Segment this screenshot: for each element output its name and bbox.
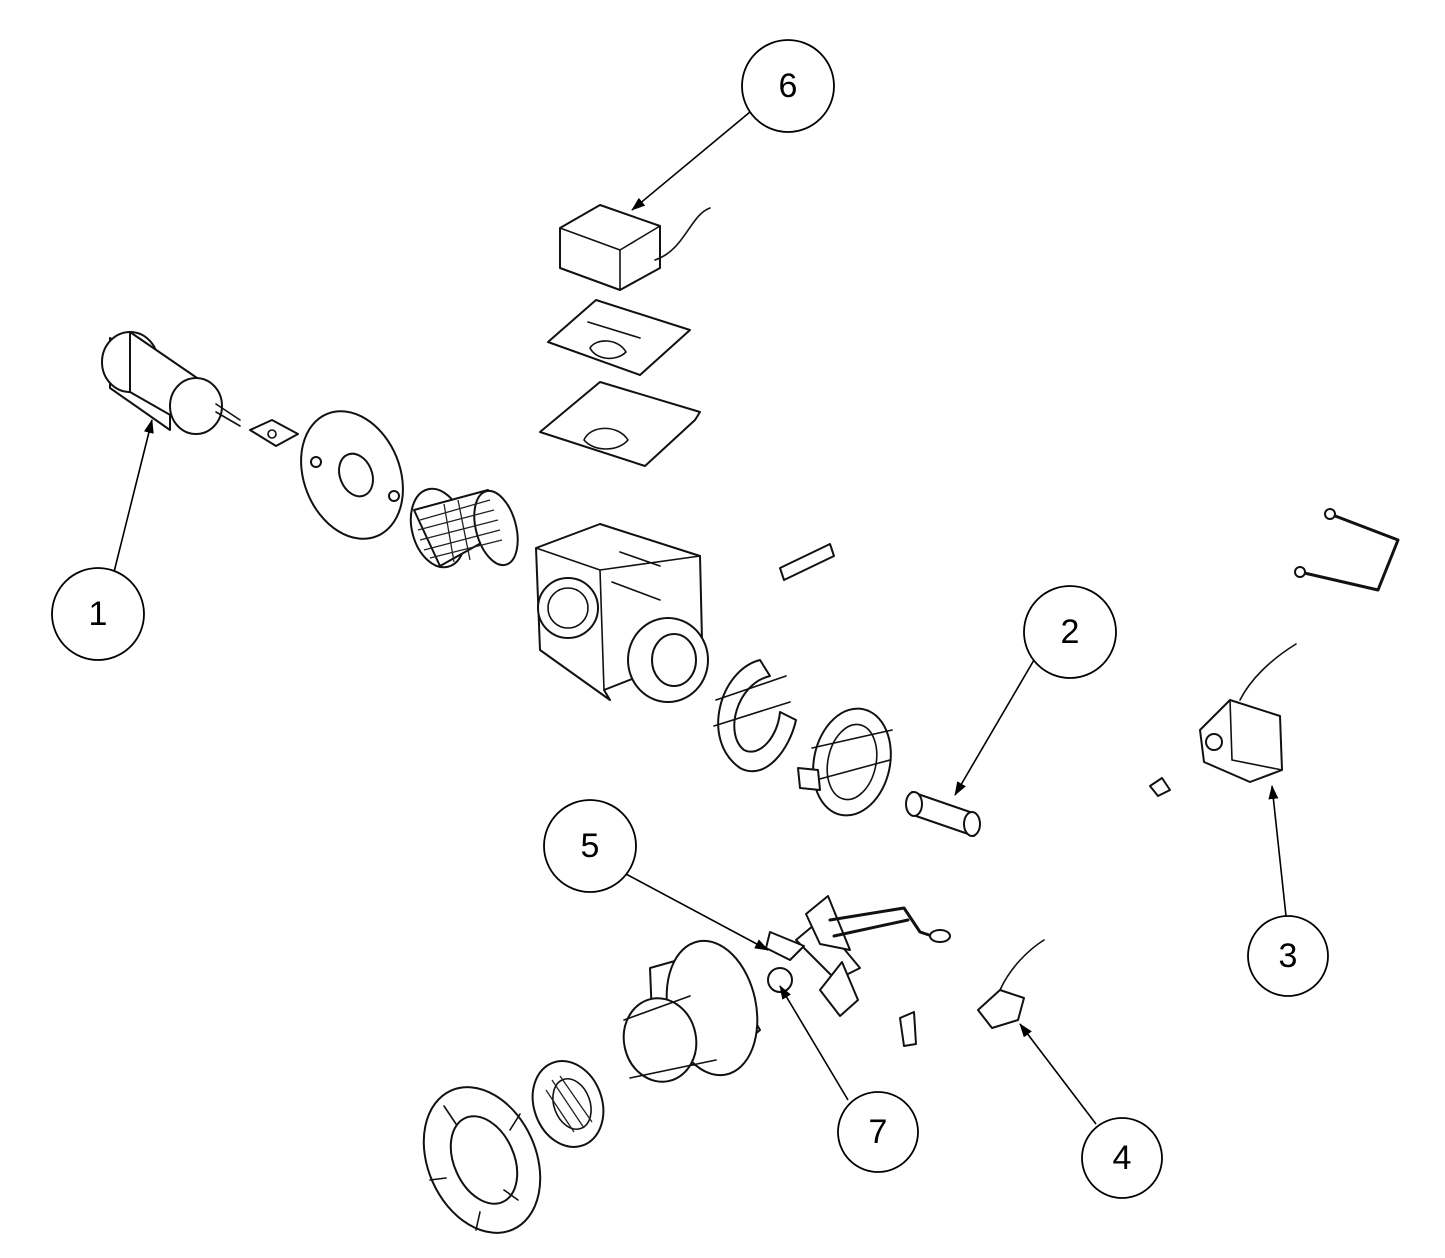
flame-retention-head <box>531 1060 605 1148</box>
callout-7-label: 7 <box>869 1113 888 1151</box>
leader-7 <box>779 985 849 1101</box>
motor <box>101 331 241 435</box>
leader-3 <box>1268 785 1287 917</box>
callout-2: 2 <box>1023 585 1117 679</box>
control-box <box>559 204 711 291</box>
leader-5 <box>625 873 769 951</box>
air-band-inner <box>713 659 797 773</box>
blower-wheel <box>409 487 519 569</box>
callout-3-label: 3 <box>1279 937 1298 975</box>
callout-2-label: 2 <box>1061 613 1080 651</box>
callout-3: 3 <box>1247 915 1329 997</box>
ignition-sensor <box>977 939 1045 1029</box>
gasket-lower <box>539 381 701 467</box>
flange-gasket <box>422 1086 542 1234</box>
leader-6 <box>631 111 751 211</box>
blast-tube <box>622 939 761 1083</box>
gas-valve <box>1149 643 1297 797</box>
callout-1-label: 1 <box>89 595 108 633</box>
callout-5: 5 <box>543 799 637 893</box>
gasket-upper <box>547 299 691 376</box>
burner-housing <box>535 523 709 703</box>
leader-1 <box>113 419 154 573</box>
callout-6: 6 <box>741 39 835 133</box>
air-band-outer <box>797 707 893 817</box>
electrode-assembly <box>765 895 951 1017</box>
callout-4: 4 <box>1081 1117 1163 1199</box>
gas-pipe <box>1294 508 1400 592</box>
nozzle-tube <box>905 791 981 837</box>
small-bracket <box>779 543 835 581</box>
leader-2 <box>954 659 1035 796</box>
leader-4 <box>1019 1023 1097 1125</box>
callout-5-label: 5 <box>581 827 600 865</box>
callout-6-label: 6 <box>779 67 798 105</box>
mounting-plate <box>300 410 404 540</box>
callout-7: 7 <box>837 1091 919 1173</box>
fitting <box>899 1011 917 1047</box>
shaft-coupling <box>249 419 299 447</box>
callout-1: 1 <box>51 567 145 661</box>
callout-4-label: 4 <box>1113 1139 1132 1177</box>
